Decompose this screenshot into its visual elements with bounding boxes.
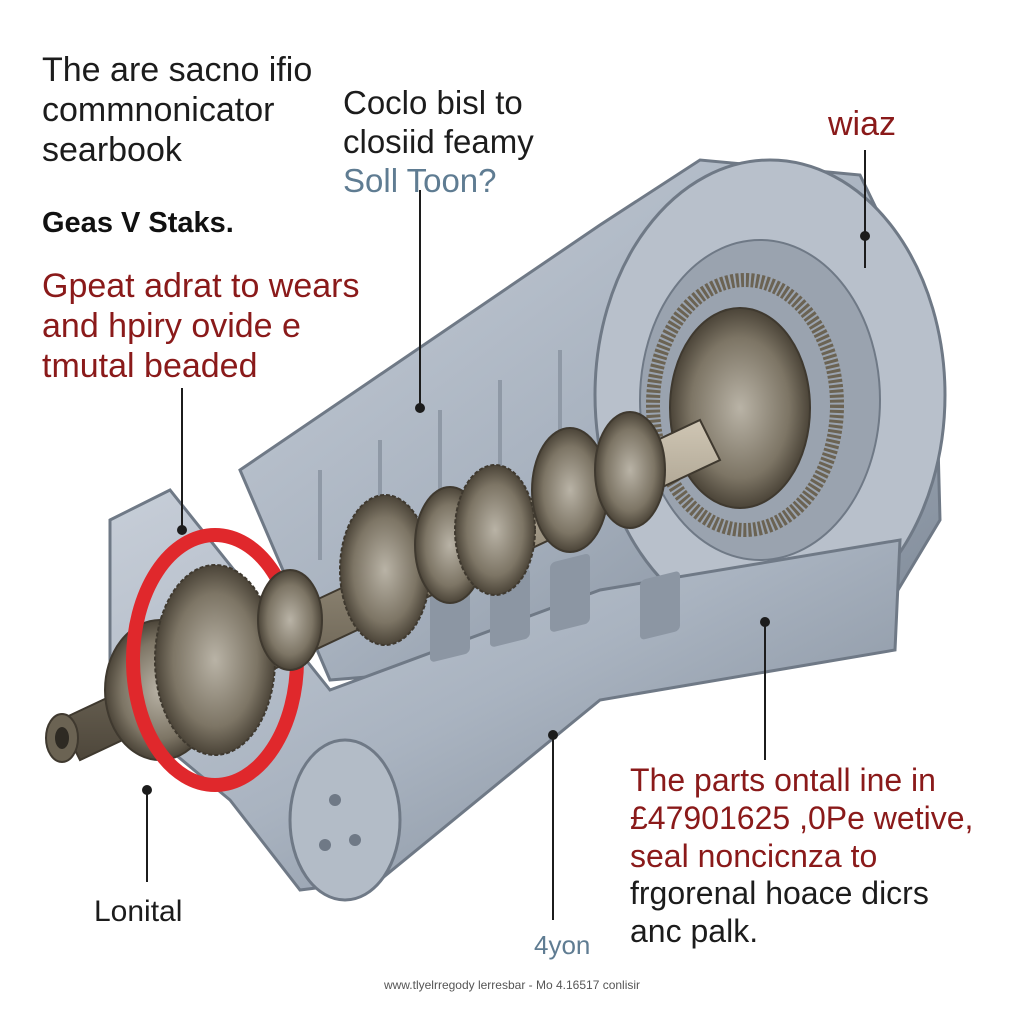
bottom-right-line-1: The parts ontall ine in [630,762,936,798]
leader-lines [142,150,870,920]
bottom-right-line-5: anc palk. [630,913,759,949]
red-note-line-2: and hpiry ovide e [42,307,301,346]
title-line-1: The are sacno ifio [42,51,313,89]
gear-2 [257,569,323,671]
red-note: Gpeat adrat to wears and hpiry ovide e t… [42,266,360,386]
diagram-title: The are sacno ifio commnonicator searboo… [42,50,312,170]
footer-credit: www.tlyelrregody lerresbar - Mo 4.16517 … [383,978,641,992]
front-cover-boss [288,738,402,902]
title-line-3: searbook [42,131,182,170]
gear-5 [454,464,536,596]
gear-stack [154,411,666,756]
bottom-right-line-3: seal noncicnza to [630,837,878,874]
corner-label: wiaz [828,105,897,143]
top-callout: Coclo bisl to closiid feamy Soll Toon? [343,84,534,201]
gear-7 [594,411,666,529]
red-note-line-3: tmutal beaded [42,347,258,386]
top-callout-line-2: closiid feamy [343,122,534,160]
bottom-right-line-4: frgorenal hoace dicrs [630,875,929,912]
top-callout-line-1: Coclo bisl to [343,84,523,121]
gear-1 [154,564,276,756]
top-callout-line-3: Soll Toon? [343,161,497,199]
red-note-line-1: Gpeat adrat to wears [42,267,360,305]
clutch-disc [669,307,811,509]
bottom-left-label: Lonital [94,895,183,928]
housing-ribs [318,350,562,560]
section-heading: Geas V Staks. [42,207,234,239]
bottom-right-callout: The parts ontall ine in £47901625 ,0Pe w… [630,762,973,951]
bottom-right-line-2: £47901625 ,0Pe wetive, [630,799,974,836]
bottom-mid-label: 4yon [534,930,591,960]
title-line-2: commnonicator [42,91,275,130]
ring-gear [646,273,844,537]
gear-3 [339,494,431,646]
